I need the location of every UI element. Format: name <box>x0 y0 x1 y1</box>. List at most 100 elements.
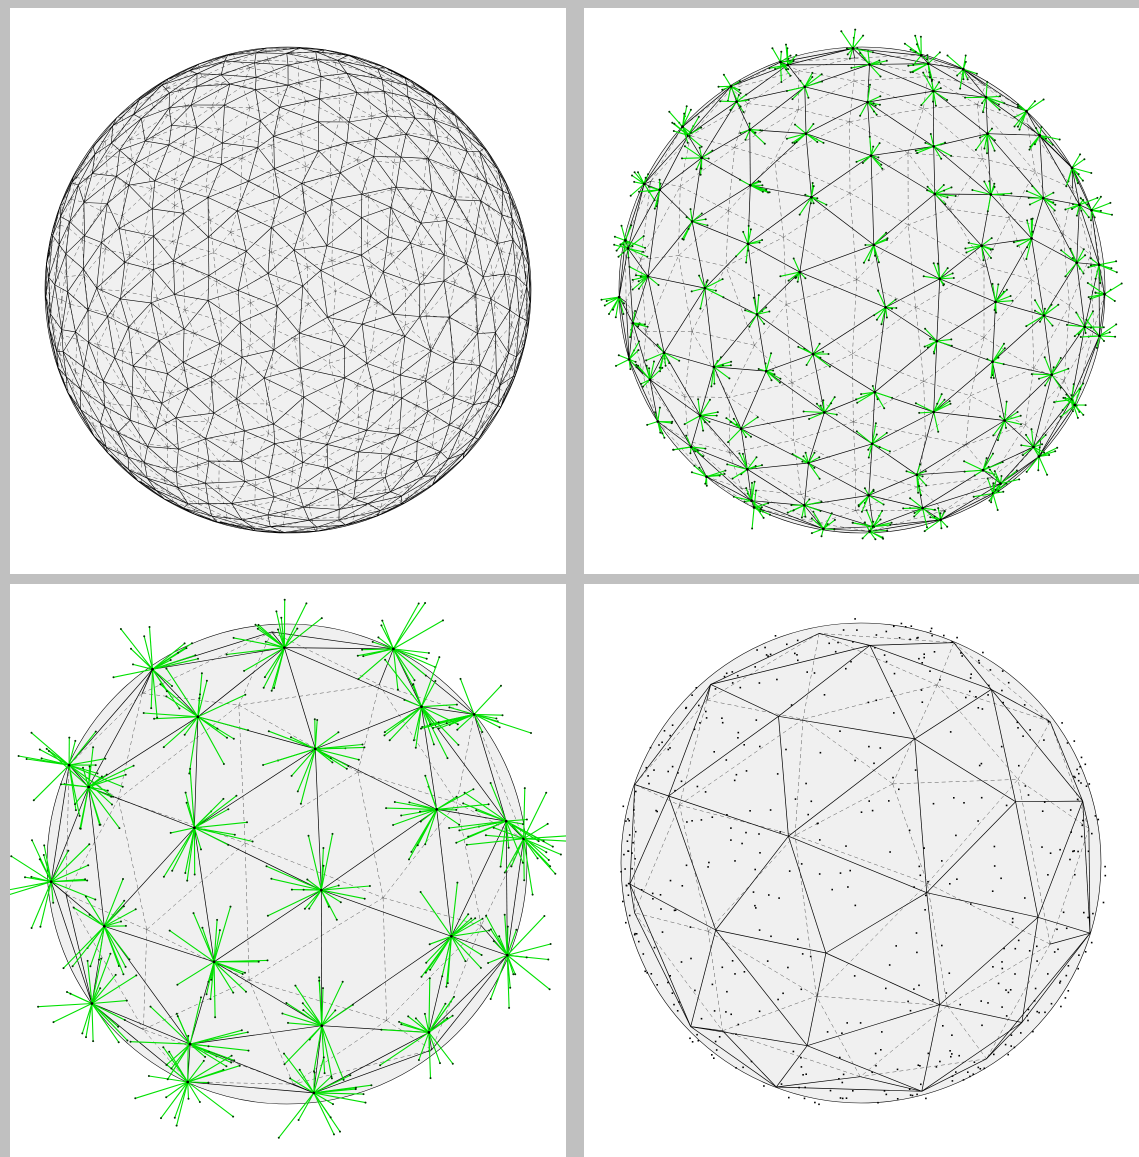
spoke-line <box>165 668 199 718</box>
spoke-line <box>73 907 105 927</box>
mesh-edge <box>455 327 477 360</box>
spoke-tip <box>185 801 188 804</box>
spoke-line <box>645 352 665 361</box>
mesh-edge <box>390 162 395 190</box>
mesh-edge <box>282 514 285 527</box>
spoke-tip <box>1065 393 1068 396</box>
spoke-line <box>1088 293 1105 298</box>
mesh-edge <box>167 89 181 116</box>
spoke-line <box>1004 411 1018 421</box>
spoke-line <box>38 1002 92 1008</box>
mesh-edge <box>241 430 245 462</box>
spoke-line <box>60 783 89 788</box>
mesh-edge <box>116 163 136 177</box>
mesh-edge <box>222 142 258 148</box>
mesh-edge <box>65 893 93 1004</box>
mesh-edge <box>451 935 508 956</box>
spoke-line <box>873 524 891 528</box>
spoke-tip <box>613 235 616 238</box>
mesh-vertex <box>811 352 815 356</box>
mesh-edge <box>799 197 812 273</box>
mesh-edge <box>196 104 225 128</box>
mesh-edge <box>333 212 368 244</box>
mesh-edge <box>86 155 107 180</box>
mesh-edge <box>248 897 384 981</box>
spoke-tip <box>664 364 667 367</box>
spoke-line <box>930 133 935 147</box>
mesh-edge <box>267 273 278 306</box>
mesh-edge <box>62 331 76 352</box>
mesh-edge <box>428 158 433 191</box>
mesh-edge <box>107 316 129 328</box>
spoke-line <box>849 48 854 59</box>
mesh-edge <box>250 288 280 304</box>
mesh-edge <box>179 188 209 198</box>
mesh-edge <box>853 57 855 82</box>
spoke-line <box>604 296 620 306</box>
mesh-edge <box>701 129 750 159</box>
mesh-edge <box>366 363 374 391</box>
mesh-edge <box>165 393 171 423</box>
spoke-tip <box>1035 127 1038 130</box>
mesh-edge <box>164 480 199 505</box>
mesh-edge <box>307 266 336 292</box>
spoke-tip <box>991 127 993 130</box>
mesh-edge <box>294 338 330 364</box>
mesh-edge <box>907 152 951 210</box>
mesh-vertex <box>1003 419 1006 422</box>
spoke-line <box>959 69 964 89</box>
spoke-line <box>873 237 888 246</box>
spoke-tip <box>754 465 757 467</box>
spoke-line <box>283 603 307 648</box>
spoke-tip <box>750 435 752 438</box>
mesh-edge <box>267 514 310 521</box>
mesh-edge <box>376 506 382 515</box>
spoke-line <box>320 833 334 891</box>
mesh-edge <box>104 827 195 927</box>
mesh-edge <box>383 91 416 119</box>
mesh-edge <box>255 526 271 530</box>
spoke-tip <box>916 152 919 154</box>
spoke-tip <box>416 844 419 847</box>
mesh-edge <box>358 434 400 453</box>
spoke-tip <box>891 307 893 310</box>
mesh-edge <box>339 117 369 143</box>
spoke-tip <box>222 797 225 800</box>
mesh-edge <box>128 180 155 186</box>
mesh-edge <box>432 425 461 446</box>
spoke-line <box>723 74 732 87</box>
mesh-edge <box>146 137 154 165</box>
mesh-edge <box>71 382 94 426</box>
spoke-tip <box>644 246 647 249</box>
spoke-tip <box>1099 282 1102 284</box>
mesh-edge <box>331 260 336 292</box>
spoke-line <box>1065 204 1080 211</box>
mesh-edge <box>155 417 177 430</box>
mesh-edge <box>466 233 476 264</box>
spoke-line <box>1098 264 1101 284</box>
mesh-edge <box>118 228 126 263</box>
spoke-line <box>1017 110 1027 127</box>
mesh-edge <box>1038 404 1076 457</box>
mesh-edge <box>436 446 459 456</box>
spoke-tip <box>648 185 650 188</box>
mesh-edge <box>186 107 212 125</box>
mesh-edge <box>106 139 131 157</box>
mesh-edge <box>853 76 929 82</box>
mesh-edge <box>112 117 117 126</box>
mesh-edge <box>690 135 735 148</box>
mesh-edge <box>168 125 172 145</box>
spoke-tip <box>1058 138 1061 141</box>
mesh-edge <box>740 428 748 470</box>
mesh-edge <box>625 302 630 360</box>
mesh-edge <box>241 158 274 175</box>
spoke-tip <box>812 123 815 125</box>
mesh-edge <box>749 86 806 130</box>
mesh-edge <box>265 47 301 51</box>
mesh-edge <box>647 189 661 277</box>
spoke-line <box>393 648 436 668</box>
mesh-edge <box>313 1032 430 1094</box>
spoke-tip <box>429 968 432 971</box>
spoke-line <box>187 1060 205 1083</box>
spoke-tip <box>950 186 953 189</box>
